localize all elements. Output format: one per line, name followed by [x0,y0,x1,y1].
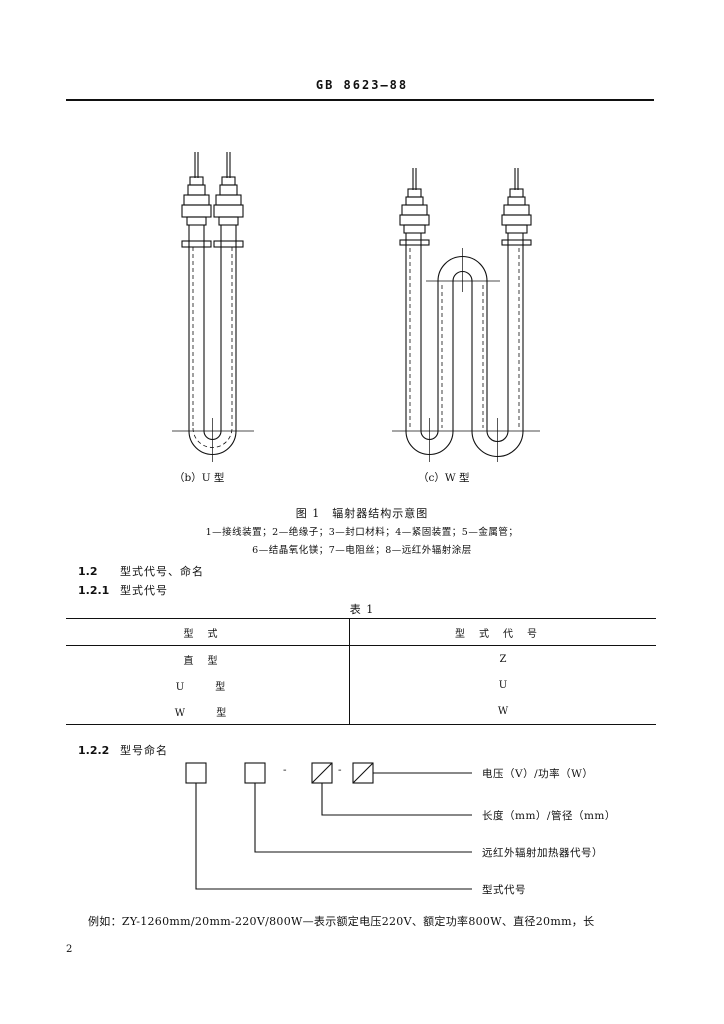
section-title: 型式代号 [120,584,168,597]
section-1-2-1-heading: 1.2.1 型式代号 [78,582,168,598]
table-row: U 型 U [66,672,656,698]
table-header-type-code: 型式代号 [455,628,551,640]
separator-dash-1: - [283,764,288,776]
section-number: 1.2 [78,565,98,578]
table-cell-type: W 型 [66,698,350,725]
standard-code-header: GB 8623—88 [315,78,409,92]
product-code-box [244,762,266,784]
figure-legend-line-1: 1—接线装置；2—绝缘子；3—封口材料；4—紧固装置；5—金属管； [205,527,519,538]
separator-dash-2: - [338,764,343,776]
section-number: 1.2.1 [78,584,110,597]
table-cell-code: Z [499,653,507,665]
table-cell-type: 直型 [66,645,350,672]
label-length-diameter: 长度（mm）/管径（mm） [482,810,616,822]
table-header-row: 型式 型式代号 [66,618,656,646]
table-header-type: 型式 [66,618,350,646]
section-title: 型号命名 [120,744,168,757]
table-row: 直型 Z [66,645,656,672]
w-type-caption: （c）W 型 [418,472,470,484]
example-text: 例如：ZY-1260mm/20mm-220V/800W—表示额定电压220V、额… [88,915,595,928]
type-code-box [185,762,207,784]
table-cell-type: U 型 [66,672,350,698]
table-1-caption: 表 1 [349,603,375,616]
label-voltage-power: 电压（V）/功率（W） [482,768,594,780]
w-type-drawing [392,168,540,462]
page-number: 2 [66,944,73,955]
table-cell-code: W [497,705,509,717]
figure-legend-line-2: 6—结晶氧化镁；7—电阻丝；8—远红外辐射涂层 [252,545,472,556]
u-type-drawing [172,152,254,462]
table-cell-code: U [498,679,508,691]
header-rule [66,99,654,101]
figure-title: 图 1 辐射器结构示意图 [295,507,429,520]
label-heater-code: 远红外辐射加热器代号） [482,847,603,859]
u-type-caption: （b）U 型 [174,472,225,484]
section-1-2-heading: 1.2 型式代号、命名 [78,563,204,579]
label-type-code: 型式代号 [482,884,526,896]
table-row: W 型 W [66,698,656,725]
section-1-2-2-heading: 1.2.2 型号命名 [78,742,168,758]
section-number: 1.2.2 [78,744,110,757]
type-code-table: 型式 型式代号 直型 Z U 型 U W 型 W [66,618,656,725]
radiator-structure-figure [172,152,540,462]
section-title: 型式代号、命名 [120,565,204,578]
